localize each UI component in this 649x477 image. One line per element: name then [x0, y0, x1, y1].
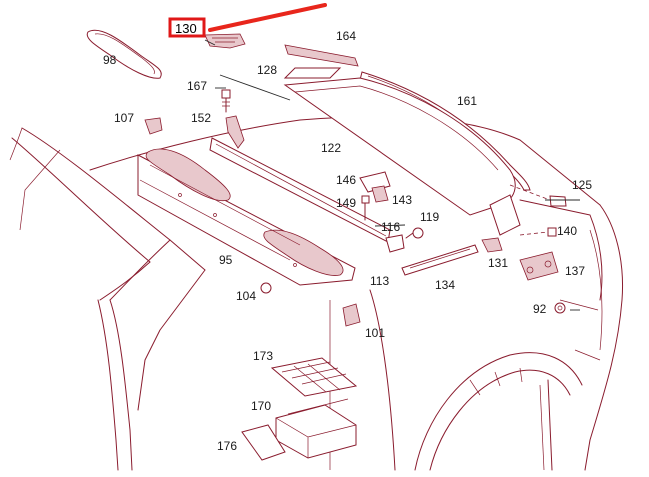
part-107-clip [144, 117, 163, 135]
callout-140: 140 [557, 224, 577, 238]
callout-137: 137 [565, 264, 585, 278]
part-92-grommet [554, 302, 566, 314]
part-130-hinge [204, 33, 246, 49]
callout-101: 101 [365, 326, 385, 340]
callout-131: 131 [488, 256, 508, 270]
part-176-cover [241, 424, 286, 461]
part-170-box [275, 398, 357, 459]
callout-173: 173 [253, 349, 273, 363]
part-95-shelf [137, 148, 356, 286]
callout-176: 176 [217, 439, 237, 453]
highlight-arrow [208, 3, 327, 32]
callout-labels: 98 164 128 167 161 107 152 122 146 143 1… [103, 29, 592, 453]
part-104-plug [260, 282, 272, 294]
callout-164: 164 [336, 29, 356, 43]
part-167-bolt [221, 89, 231, 113]
callout-128: 128 [257, 63, 277, 77]
part-146-latch [359, 171, 391, 203]
leader-lines [204, 39, 580, 311]
callout-130: 130 [175, 21, 197, 36]
callout-134: 134 [435, 278, 455, 292]
callout-167: 167 [187, 79, 207, 93]
callout-104: 104 [236, 289, 256, 303]
callout-143: 143 [392, 193, 412, 207]
callout-119: 119 [420, 210, 439, 224]
part-164-strip [283, 44, 359, 79]
part-173-tray [270, 357, 358, 397]
part-131-clip [481, 237, 503, 253]
part-98-seal [86, 29, 162, 79]
callout-107: 107 [114, 111, 134, 125]
part-152-bracket [225, 115, 245, 149]
part-134-bar [401, 244, 479, 276]
part-149-bolt [361, 195, 370, 221]
part-125-cable [509, 184, 567, 237]
callout-95: 95 [219, 253, 233, 267]
callout-125: 125 [572, 178, 592, 192]
part-116-bracket [385, 227, 424, 253]
part-101-lock [342, 303, 361, 327]
callout-149: 149 [336, 196, 356, 210]
callout-170: 170 [251, 399, 271, 413]
highlight-box [168, 17, 206, 38]
callout-146: 146 [336, 173, 356, 187]
callout-152: 152 [191, 111, 211, 125]
part-122-lid [283, 77, 521, 236]
callout-116: 116 [381, 220, 400, 234]
highlight-130: 130 [168, 3, 327, 38]
callout-113: 113 [370, 274, 389, 288]
callout-161: 161 [457, 94, 477, 108]
callout-98: 98 [103, 53, 117, 67]
callout-122: 122 [321, 141, 341, 155]
callout-92: 92 [533, 302, 547, 316]
part-137-hinge [519, 251, 559, 281]
car-body-outline [9, 116, 624, 471]
